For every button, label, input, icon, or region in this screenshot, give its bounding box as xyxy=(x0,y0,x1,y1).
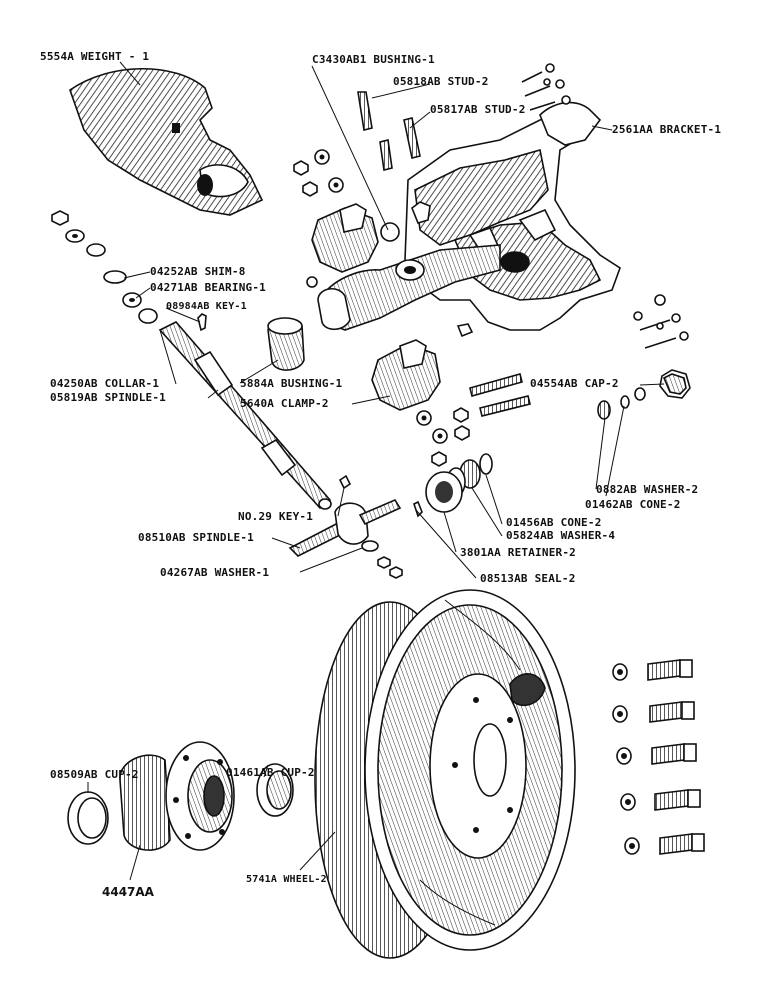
label-washer-04267: 04267AB WASHER-1 xyxy=(160,566,269,579)
key-08984-part xyxy=(197,313,207,332)
cup-01461-part xyxy=(256,763,294,817)
key-no29-part xyxy=(338,474,352,490)
bracket-part xyxy=(404,101,621,331)
studs-part xyxy=(357,91,421,171)
cup-08509-part xyxy=(67,791,109,845)
clamp-lower-part xyxy=(371,339,441,411)
right-bolts-part xyxy=(633,294,689,349)
label-bushing-5884: 5884A BUSHING-1 xyxy=(240,377,343,390)
cap-part xyxy=(597,369,691,420)
wheel-part xyxy=(314,589,576,959)
label-cup-01461: 01461AB CUP-2 xyxy=(226,766,315,779)
label-cone-01462: 01462AB CONE-2 xyxy=(585,498,681,511)
leader-lines xyxy=(87,61,665,881)
clamp-upper-part xyxy=(311,203,379,273)
top-right-bolts-part xyxy=(521,63,571,111)
label-seal: 08513AB SEAL-2 xyxy=(480,572,576,585)
label-cone-01456: 01456AB CONE-2 xyxy=(506,516,602,529)
label-bracket: 2561AA BRACKET-1 xyxy=(612,123,721,136)
label-bearing: 04271AB BEARING-1 xyxy=(150,281,266,294)
bracket-nuts-part xyxy=(293,149,474,467)
spindle-05819-part xyxy=(158,321,332,510)
label-weight: 5554A WEIGHT - 1 xyxy=(40,50,149,63)
bushing-5884-part xyxy=(267,317,305,371)
label-spindle-05819: 05819AB SPINDLE-1 xyxy=(50,391,166,404)
label-hub: 4447AA xyxy=(102,885,155,899)
label-collar: 04250AB COLLAR-1 xyxy=(50,377,159,390)
label-spindle-08510: 08510AB SPINDLE-1 xyxy=(138,531,254,544)
part-labels: 5554A WEIGHT - 1 C3430AB1 BUSHING-1 0581… xyxy=(40,50,721,899)
label-stud-05817: 05817AB STUD-2 xyxy=(430,103,526,116)
spindle-arm-part xyxy=(317,244,501,331)
weight-part xyxy=(69,68,264,216)
label-shim: 04252AB SHIM-8 xyxy=(150,265,246,278)
left-washer-stack xyxy=(51,210,158,324)
label-bushing-c3430: C3430AB1 BUSHING-1 xyxy=(312,53,435,66)
label-stud-05818: 05818AB STUD-2 xyxy=(393,75,489,88)
label-retainer: 3801AA RETAINER-2 xyxy=(460,546,576,559)
label-washer-05824: 05824AB WASHER-4 xyxy=(506,529,615,542)
spindle-08510-part xyxy=(288,498,403,579)
hub-bearing-stack-part xyxy=(413,453,493,518)
label-key-no29: NO.29 KEY-1 xyxy=(238,510,313,523)
label-cap: 04554AB CAP-2 xyxy=(530,377,619,390)
label-cup-08509: 08509AB CUP-2 xyxy=(50,768,139,781)
hub-part xyxy=(119,741,235,851)
label-wheel: 5741A WHEEL-2 xyxy=(246,874,327,885)
label-clamp: 5640A CLAMP-2 xyxy=(240,397,329,410)
label-key-08984: 08984AB KEY-1 xyxy=(166,301,247,312)
label-washer-0882: 0882AB WASHER-2 xyxy=(596,483,698,496)
center-studs-part xyxy=(469,373,531,417)
wheel-bolts-part xyxy=(612,659,705,855)
